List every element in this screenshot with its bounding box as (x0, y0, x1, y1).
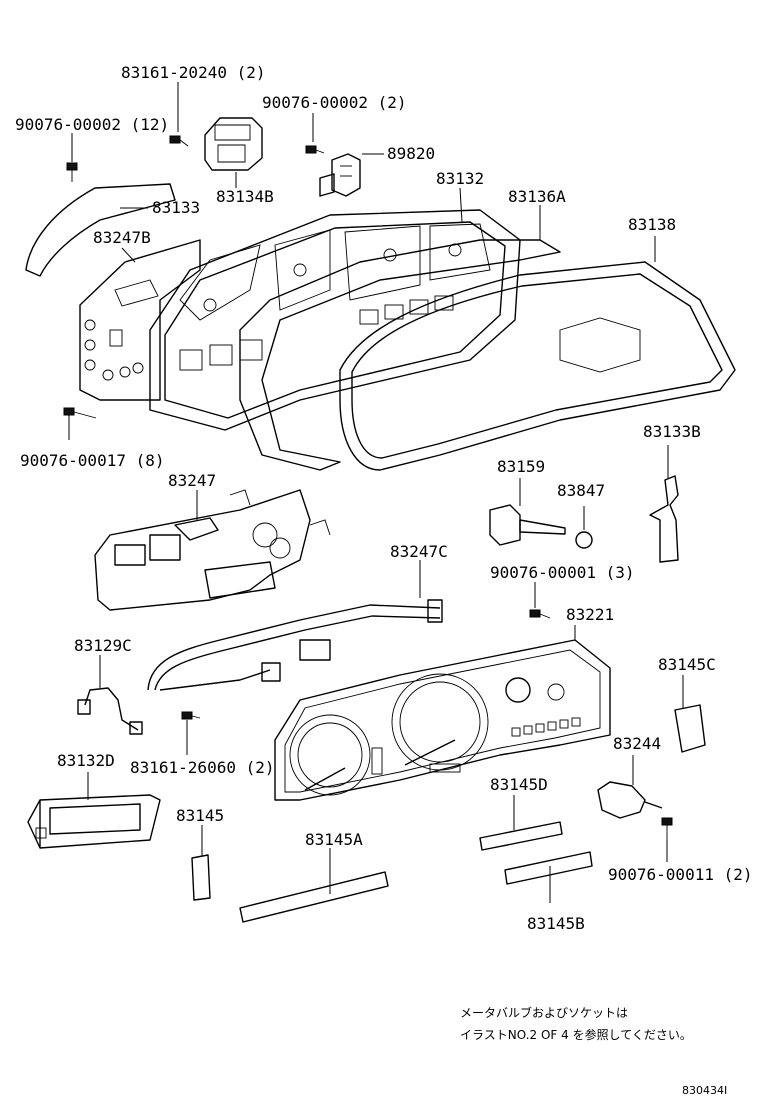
screw-90076-00002-left (66, 133, 78, 182)
label-83847: 83847 (557, 481, 605, 500)
wire-83129c (77, 655, 143, 735)
label-83129c: 83129C (74, 636, 132, 655)
label-83133: 83133 (152, 198, 200, 217)
plate-83145 (191, 825, 211, 901)
label-89820: 89820 (387, 144, 435, 163)
label-90076-00002-12: 90076-00002 (12) (15, 115, 169, 134)
label-83134b: 83134B (216, 187, 274, 206)
label-90076-00002-2: 90076-00002 (2) (262, 93, 407, 112)
knob-83244 (597, 755, 663, 819)
screw-90076-00017 (63, 407, 97, 440)
label-83221: 83221 (566, 605, 614, 624)
label-83133b: 83133B (643, 422, 701, 441)
sensor-89820 (319, 153, 384, 197)
strip-83133 (25, 183, 176, 277)
label-83244: 83244 (613, 734, 661, 753)
screw-90076-00011 (661, 817, 673, 862)
screw-83161-26060 (181, 711, 201, 755)
housing-83132 (149, 187, 521, 431)
note-line-2: イラストNO.2 OF 4 を参照してください。 (460, 1027, 692, 1042)
unit-83132d (27, 772, 161, 849)
plate-83145c (674, 675, 706, 753)
label-83159: 83159 (497, 457, 545, 476)
harness-83247c (147, 560, 443, 691)
bulb-83847 (575, 506, 593, 549)
label-83145a: 83145A (305, 830, 363, 849)
label-83145: 83145 (176, 806, 224, 825)
label-83161-26060: 83161-26060 (2) (130, 758, 275, 777)
label-83145d: 83145D (490, 775, 548, 794)
label-83132d: 83132D (57, 751, 115, 770)
label-90076-00011: 90076-00011 (2) (608, 865, 753, 884)
label-83247c: 83247C (390, 542, 448, 561)
label-90076-00017: 90076-00017 (8) (20, 451, 165, 470)
label-83132: 83132 (436, 169, 484, 188)
plate-83145a (239, 848, 389, 923)
screw-83161-20240 (169, 82, 189, 147)
label-83136a: 83136A (508, 187, 566, 206)
plate-83145b (504, 851, 593, 903)
plate-83145d (479, 795, 563, 851)
screw-90076-00001 (529, 582, 551, 619)
lens-83138 (339, 236, 736, 471)
label-83138: 83138 (628, 215, 676, 234)
shaft-83159 (489, 478, 566, 546)
screw-90076-00002-right (305, 113, 325, 154)
label-83247: 83247 (168, 471, 216, 490)
bracket-83134b (204, 117, 263, 188)
label-83145b: 83145B (527, 914, 585, 933)
frame-83136a (239, 205, 561, 471)
label-83247b: 83247B (93, 228, 151, 247)
label-90076-00001: 90076-00001 (3) (490, 563, 635, 582)
board-83247b (79, 239, 201, 401)
dial-face-83221 (274, 625, 611, 801)
clip-83133b (649, 445, 679, 563)
label-83145c: 83145C (658, 655, 716, 674)
note-line-1: メータバルブおよびソケットは (460, 1005, 628, 1020)
drawing-code: 830434I (682, 1084, 727, 1097)
label-83161-20240: 83161-20240 (2) (121, 63, 266, 82)
circuit-83247 (94, 489, 331, 611)
